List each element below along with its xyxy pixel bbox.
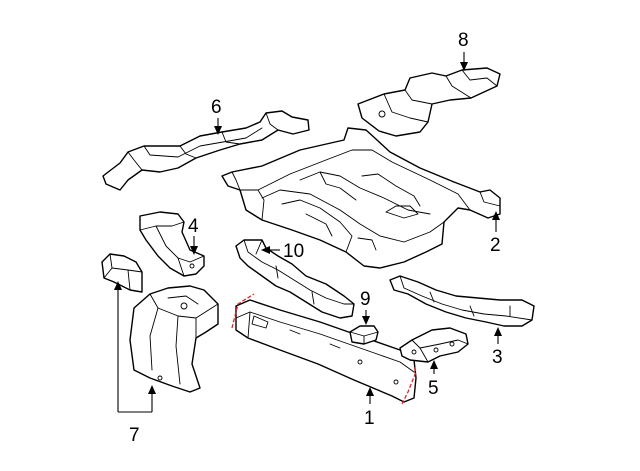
- part-7-upper-bracket[interactable]: [101, 253, 143, 293]
- leader-9: [362, 310, 370, 325]
- leader-7: [114, 281, 156, 413]
- part-6-cross-member[interactable]: [102, 110, 310, 191]
- callout-4: 4: [188, 216, 199, 237]
- part-3-side-rail[interactable]: [389, 275, 535, 327]
- part-8-rear-floor-pan[interactable]: [357, 67, 501, 137]
- callout-7: 7: [129, 425, 140, 446]
- leader-10: [261, 246, 280, 254]
- leader-5: [430, 360, 438, 374]
- part-7-lower-bracket[interactable]: [129, 285, 219, 393]
- callout-10: 10: [283, 241, 304, 262]
- leader-4: [190, 236, 198, 255]
- part-9-spacer-block[interactable]: [349, 325, 379, 345]
- leader-2: [492, 211, 500, 232]
- leader-3: [494, 327, 502, 344]
- callout-9: 9: [360, 289, 371, 310]
- cut-line-right: [401, 365, 417, 405]
- part-4-bracket[interactable]: [139, 211, 205, 277]
- part-5-mount-bracket[interactable]: [399, 327, 469, 363]
- callout-8: 8: [458, 30, 469, 51]
- leader-6: [214, 118, 222, 135]
- part-1-cross-sill[interactable]: [235, 299, 417, 403]
- callout-5: 5: [428, 378, 439, 399]
- callout-2: 2: [490, 235, 501, 256]
- callout-1: 1: [364, 408, 375, 429]
- callout-6: 6: [211, 97, 222, 118]
- leader-8: [460, 52, 468, 71]
- cut-line-left: [231, 293, 255, 329]
- part-2-floor-pan[interactable]: [221, 127, 501, 269]
- leader-1: [366, 387, 374, 404]
- callout-3: 3: [492, 347, 503, 368]
